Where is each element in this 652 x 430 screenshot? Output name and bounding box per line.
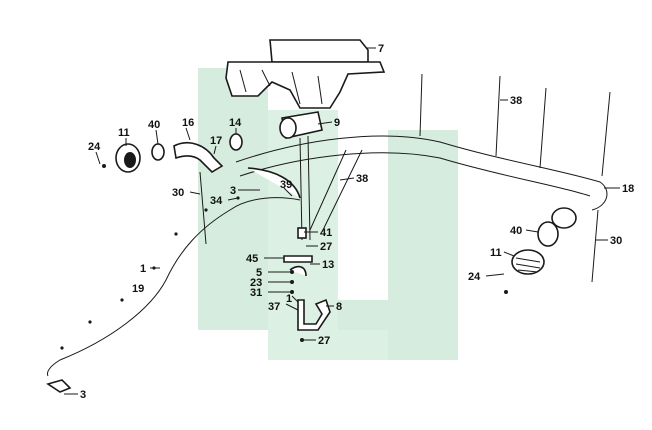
callout-40-left: 40 bbox=[148, 119, 160, 131]
callout-8: 8 bbox=[336, 301, 342, 313]
fastener-dots bbox=[60, 196, 240, 350]
callout-40-right: 40 bbox=[510, 225, 522, 237]
callout-19: 19 bbox=[132, 283, 144, 295]
callout-5: 5 bbox=[256, 267, 262, 279]
callout-17: 17 bbox=[210, 135, 222, 147]
callout-1-left: 1 bbox=[140, 263, 146, 275]
callout-11-left: 11 bbox=[118, 127, 130, 139]
callout-labels: 7 9 14 17 16 40 11 24 38 38 18 3 39 30 3… bbox=[80, 43, 634, 401]
callout-39: 39 bbox=[280, 179, 292, 191]
callout-31: 31 bbox=[250, 287, 262, 299]
callout-34: 34 bbox=[210, 195, 223, 207]
callout-45: 45 bbox=[246, 253, 258, 265]
callout-30-left: 30 bbox=[172, 187, 184, 199]
defroster-rods bbox=[199, 73, 611, 283]
callout-16: 16 bbox=[182, 117, 194, 129]
control-cable bbox=[46, 197, 301, 393]
callout-3-upper: 3 bbox=[230, 185, 236, 197]
leader-lines bbox=[64, 47, 620, 395]
blower-motor bbox=[279, 111, 323, 241]
callout-3-lower: 3 bbox=[80, 389, 86, 401]
callout-30-right: 30 bbox=[610, 235, 622, 247]
heater-housing bbox=[225, 39, 386, 109]
callout-24-left: 24 bbox=[88, 141, 101, 153]
callout-27-lower: 27 bbox=[318, 335, 330, 347]
callout-37: 37 bbox=[268, 301, 280, 313]
callout-23: 23 bbox=[250, 277, 262, 289]
callout-7: 7 bbox=[378, 43, 384, 55]
callout-24-right: 24 bbox=[468, 271, 481, 283]
callout-38-top: 38 bbox=[510, 95, 522, 107]
callout-9: 9 bbox=[334, 117, 340, 129]
callout-1-center: 1 bbox=[286, 293, 292, 305]
callout-14: 14 bbox=[229, 117, 242, 129]
valve-assembly bbox=[283, 227, 331, 342]
right-vent-assembly bbox=[504, 207, 577, 294]
callout-13: 13 bbox=[322, 259, 334, 271]
callout-38-mid: 38 bbox=[356, 173, 368, 185]
callout-11-right: 11 bbox=[490, 247, 502, 259]
watermark-logo bbox=[198, 68, 458, 360]
callout-18: 18 bbox=[622, 183, 634, 195]
callout-41: 41 bbox=[320, 227, 332, 239]
callout-27-upper: 27 bbox=[320, 241, 332, 253]
